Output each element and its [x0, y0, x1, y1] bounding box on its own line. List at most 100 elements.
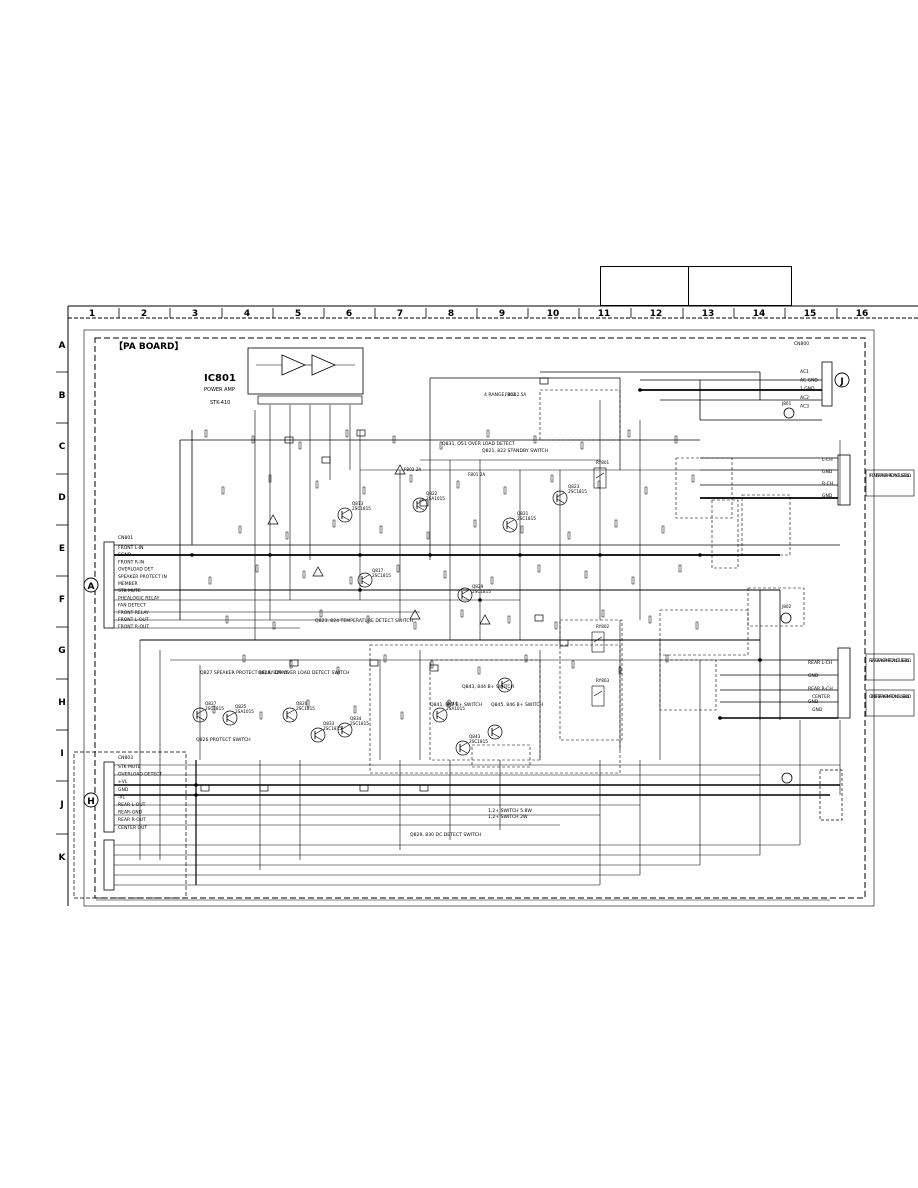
board-outline-outer: [83, 329, 875, 907]
test-point-box: [559, 639, 569, 647]
resistor-symbol: [507, 615, 511, 624]
resistor-symbol: [400, 711, 404, 720]
resistor-symbol: [477, 666, 481, 675]
center-speaker-pin-0: CENTER: [812, 694, 830, 700]
column-label-12: 12: [650, 309, 663, 319]
connector-h-pin-1: OVERLOAD DETECT: [118, 772, 162, 778]
connector-a-pin-4: SPEAKER PROTECT IN: [118, 574, 167, 580]
transistor-symbol: [310, 727, 326, 743]
column-label-5: 5: [295, 309, 301, 319]
test-point-box: [429, 664, 439, 672]
resistor-symbol: [349, 576, 353, 585]
resistor-symbol: [456, 480, 460, 489]
resistor-symbol: [242, 654, 246, 663]
ic801-ref: IC801: [204, 373, 236, 384]
rear-speaker-pin-1: GND: [808, 673, 819, 679]
front-speaker-pin-1: GND: [822, 469, 833, 475]
junction-dot: [268, 553, 272, 557]
misc-label-5: RY803: [596, 678, 610, 683]
resistor-symbol: [259, 711, 263, 720]
row-label-C: C: [59, 442, 66, 452]
connector-j: J CN800: [794, 341, 850, 407]
misc-label-6: J801: [781, 401, 792, 406]
test-point-box: [534, 614, 544, 622]
transistor-ref-Q823: Q823: [568, 484, 580, 489]
test-point-box: [419, 784, 429, 792]
ic801-name: POWER AMP: [204, 387, 235, 393]
transistor-part-Q833: 2SC1815: [323, 726, 342, 731]
transistor-ref-Q826: Q826: [296, 701, 308, 706]
transistor-ref-Q822: Q822: [426, 491, 438, 496]
connector-h-pin-5: REAR L-OUT: [118, 802, 146, 808]
block-note-9: Q841, 842 B+ SWITCH: [430, 702, 482, 708]
junction-dot: [598, 553, 602, 557]
resistor-symbol: [319, 609, 323, 618]
junction-dot: [194, 793, 198, 797]
resistor-symbol: [379, 525, 383, 534]
block-note-3: Q827 SPEAKER PROTECT RELAY DRIVE: [200, 670, 289, 676]
resistor-symbol: [691, 474, 695, 483]
components: [190, 377, 795, 797]
connector-j-pin-2: 1 GND: [800, 386, 815, 392]
test-point-box: [539, 377, 549, 385]
transistor-symbol: [552, 490, 568, 506]
transistor-symbol: [337, 507, 353, 523]
transistor-symbol: [282, 707, 298, 723]
connector-a-pin-1: SGND: [118, 552, 132, 558]
bottom-right-connector: [819, 769, 843, 821]
resistor-symbol: [644, 486, 648, 495]
row-label-I: I: [60, 749, 63, 759]
center-speaker-label: CENTER SPEAKER IMPEDANCE USE 8-16Ω: [869, 694, 912, 699]
transistor-ref-Q843: Q843: [469, 734, 481, 739]
connector-a-pin-7: PHEALOGIC RELAY: [118, 595, 160, 601]
transistor-symbol: [412, 497, 428, 513]
transistor-ref-Q813: Q813: [352, 501, 364, 506]
resistor-symbol: [661, 525, 665, 534]
transistor-symbol: [457, 587, 473, 603]
resistor-symbol: [601, 609, 605, 618]
relay-symbol: [591, 685, 605, 707]
connector-j-pin-3: AC2: [800, 395, 809, 401]
grid-frame: [67, 305, 918, 906]
connector-h-pin-4: -VL: [118, 794, 125, 800]
junction-dot: [518, 553, 522, 557]
block-note-5: Q826 PROTECT SWITCH: [196, 737, 251, 743]
resistor-symbol: [208, 576, 212, 585]
column-label-16: 16: [856, 309, 869, 319]
transistor-part-Q821: 2SC1815: [517, 516, 536, 521]
resistor-symbol: [631, 576, 635, 585]
test-point-box: [284, 436, 294, 444]
resistor-symbol: [298, 441, 302, 450]
resistor-symbol: [353, 705, 357, 714]
rear-speaker-pin-2: REAR R-CH: [808, 686, 833, 692]
rear-speaker-pin-3: GND: [808, 699, 819, 705]
transistor-ref-Q833: Q833: [323, 721, 335, 726]
junction-dot: [758, 658, 762, 662]
connector-h-pin-8: CENTER OUT: [118, 825, 147, 831]
connector-a-pin-11: FRONT R-OUT: [118, 624, 149, 630]
front-speaker-pin-2: R-CH: [822, 481, 833, 487]
transistor-part-Q825: 2SA1015: [235, 709, 254, 714]
transistor-part-Q843: 2SC1815: [469, 739, 488, 744]
test-point-box: [419, 499, 429, 507]
resistor-symbol: [212, 705, 216, 714]
transistor-part-Q822: 2SA1015: [426, 496, 445, 501]
block-note-12: 1,2+ SWITCH 2W: [488, 814, 528, 820]
connector-h-letter: H: [87, 797, 95, 807]
block-note-1: Q821, 822 STANDBY SWITCH: [482, 448, 548, 454]
transistor-labels: Q8132SC1815Q8222SA1015Q8172SC1815Q8292SC…: [205, 484, 587, 744]
transistor-part-Q823: 2SC1815: [568, 489, 587, 494]
resistor-symbol: [336, 666, 340, 675]
connector-h-pin-6: REAR-GND: [118, 810, 143, 816]
resistor-symbol: [580, 441, 584, 450]
transistor-symbol: [432, 707, 448, 723]
front-speaker-pin-3: GND: [822, 493, 833, 499]
junction-dot: [428, 553, 432, 557]
transistor-symbol: [487, 724, 503, 740]
column-label-4: 4: [244, 309, 250, 319]
